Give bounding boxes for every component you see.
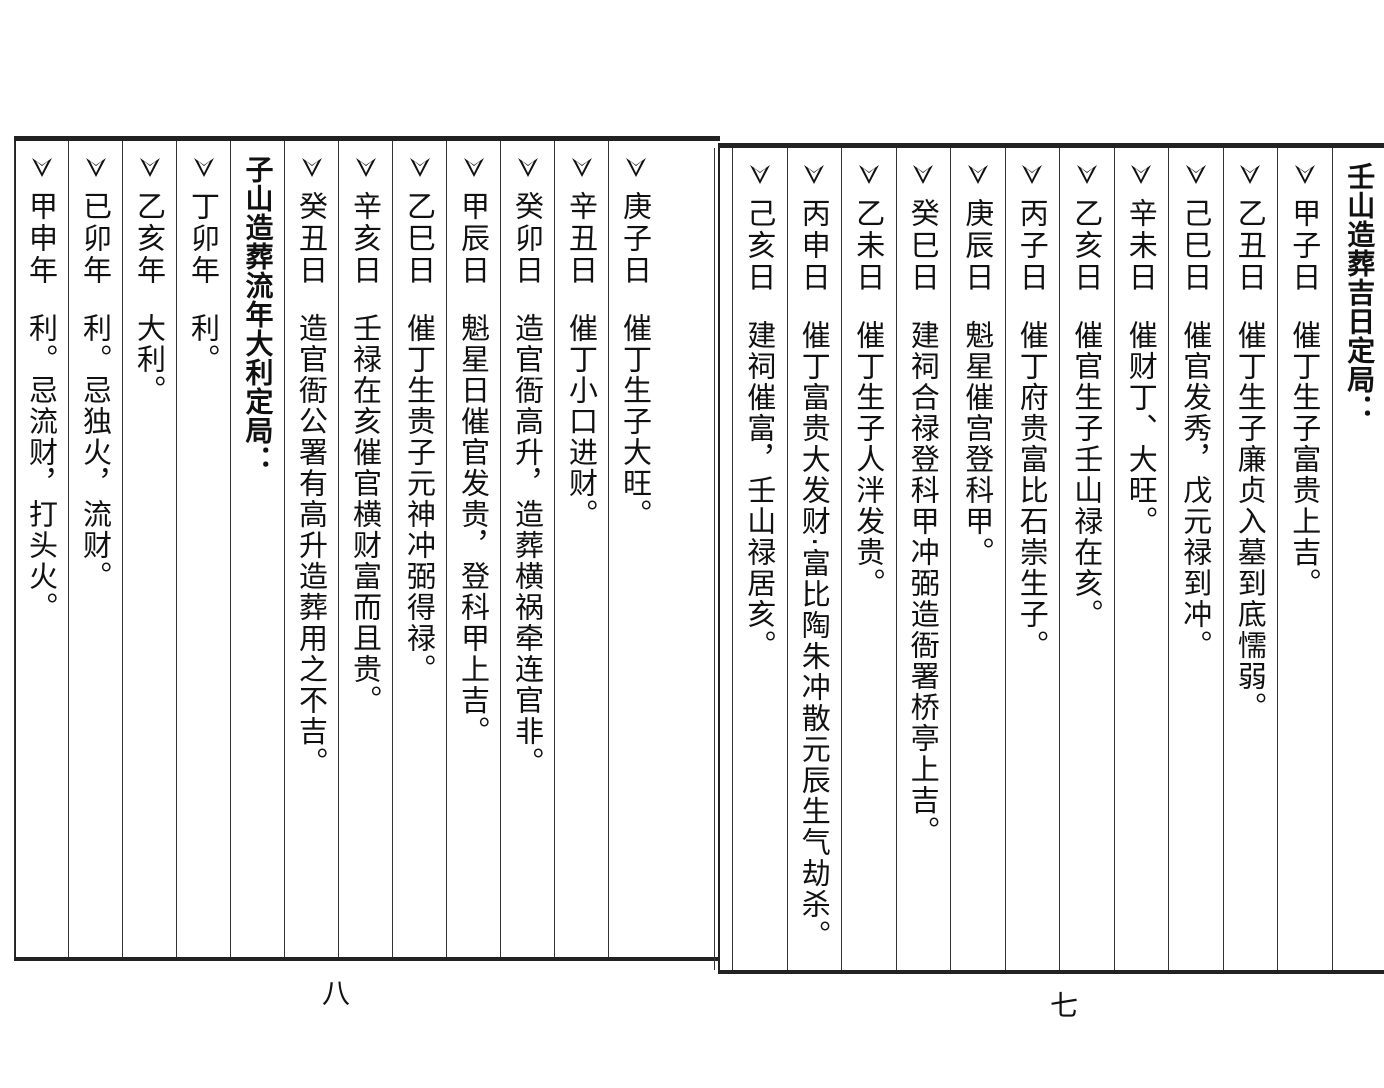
day-label: 甲申年 [24, 191, 59, 287]
entry-text: 催丁生贵子元神冲弼得禄。 [402, 313, 437, 685]
entry-column: 辛亥日壬禄在亥催官横财富而且贵。 [338, 141, 392, 957]
entry-column: 乙巳日催丁生贵子元神冲弼得禄。 [392, 141, 446, 957]
check-arrow-icon [748, 162, 772, 191]
left-page: 庚子日催丁生子大旺。辛丑日催丁小口进财。癸卯日造官衙高升，造葬横祸牵连官非。甲辰… [14, 136, 720, 961]
blank-column [714, 148, 732, 970]
entry-column: 庚子日催丁生子大旺。 [608, 141, 662, 957]
day-label: 庚子日 [618, 191, 653, 287]
entry-column: 乙丑日催丁生子廉贞入墓到底懦弱。 [1222, 148, 1278, 970]
entry-column: 己巳日催官发秀，戊元禄到冲。 [1168, 148, 1223, 970]
entry-text: 催官生子壬山禄在亥。 [1069, 320, 1104, 630]
check-arrow-icon [1293, 162, 1317, 191]
day-label: 甲辰日 [456, 191, 491, 287]
check-arrow-icon [966, 162, 990, 191]
entry-text: 造官衙高升，造葬横祸牵连官非。 [510, 313, 545, 778]
day-label: 丙申日 [797, 198, 832, 294]
entry-text: 催丁生子廉贞入墓到底懦弱。 [1233, 320, 1268, 723]
check-arrow-icon [570, 155, 594, 184]
entry-column: 辛未日催财丁、大旺。 [1113, 148, 1169, 970]
entry-text: 利。忌流财，打头火。 [24, 313, 59, 623]
check-arrow-icon [408, 155, 432, 184]
entry-text: 催官发秀，戊元禄到冲。 [1178, 320, 1213, 661]
page-number-right: 七 [1050, 989, 1079, 1022]
entry-text: 建祠合禄登科甲冲弼造衙署桥亭上吉。 [906, 320, 941, 847]
entry-text: 催丁富贵大发财·富比陶朱冲散元辰生气劫杀。 [797, 320, 832, 952]
day-label: 己亥日 [742, 198, 777, 294]
entry-column: 己亥日建祠催富，壬山禄居亥。 [732, 148, 787, 970]
entry-text: 建祠催富，壬山禄居亥。 [742, 320, 777, 661]
day-label: 癸巳日 [906, 198, 941, 294]
entry-column: 乙未日催丁生子人泮发贵。 [841, 148, 896, 970]
check-arrow-icon [516, 155, 540, 184]
entry-text: 催丁生子人泮发贵。 [851, 320, 886, 599]
entry-column: 乙亥日催官生子壬山禄在亥。 [1059, 148, 1114, 970]
entry-text: 催丁生子富贵上吉。 [1287, 320, 1322, 599]
entry-text: 魁星催宫登科甲。 [960, 320, 995, 568]
day-label: 丙子日 [1015, 198, 1050, 294]
entry-column: 癸巳日建祠合禄登科甲冲弼造衙署桥亭上吉。 [895, 148, 951, 970]
check-arrow-icon [300, 155, 324, 184]
blank-column [662, 141, 720, 957]
check-arrow-icon [802, 162, 826, 191]
day-label: 辛亥日 [348, 191, 383, 287]
entry-text: 魁星日催官发贵，登科甲上吉。 [456, 313, 491, 747]
day-label: 癸丑日 [294, 191, 329, 287]
day-label: 己巳日 [1178, 198, 1213, 294]
entry-text: 造官衙公署有高升造葬用之不吉。 [294, 313, 329, 778]
entry-column: 癸卯日造官衙高升，造葬横祸牵连官非。 [500, 141, 554, 957]
day-label: 辛丑日 [564, 191, 599, 287]
day-label: 辛未日 [1124, 198, 1159, 294]
entry-column: 丙子日催丁府贵富比石崇生子。 [1004, 148, 1060, 970]
entry-column: 丁卯年利。 [176, 141, 230, 957]
entry-text: 壬禄在亥催官横财富而且贵。 [348, 313, 383, 716]
check-arrow-icon [192, 155, 216, 184]
day-label: 乙丑日 [1233, 198, 1268, 294]
section-heading: 子山造葬流年大利定局： [241, 155, 275, 474]
blank-column [0, 141, 14, 957]
check-arrow-icon [1075, 162, 1099, 191]
section-heading-column: 壬山造葬吉日定局： [1331, 148, 1384, 970]
day-label: 乙未日 [851, 198, 886, 294]
entry-column: 甲辰日魁星日催官发贵，登科甲上吉。 [446, 141, 500, 957]
check-arrow-icon [84, 155, 108, 184]
day-label: 癸卯日 [510, 191, 545, 287]
page-number-left: 八 [322, 977, 351, 1010]
check-arrow-icon [138, 155, 162, 184]
section-heading-column: 子山造葬流年大利定局： [230, 141, 284, 957]
check-arrow-icon [911, 162, 935, 191]
entry-column: 辛丑日催丁小口进财。 [554, 141, 608, 957]
check-arrow-icon [1238, 162, 1262, 191]
check-arrow-icon [1184, 162, 1208, 191]
entry-column: 癸丑日造官衙公署有高升造葬用之不吉。 [284, 141, 338, 957]
check-arrow-icon [30, 155, 54, 184]
check-arrow-icon [354, 155, 378, 184]
entry-column: 甲子日催丁生子富贵上吉。 [1277, 148, 1332, 970]
day-label: 丁卯年 [186, 191, 221, 287]
day-label: 乙亥年 [132, 191, 167, 287]
entry-column: 丙申日催丁富贵大发财·富比陶朱冲散元辰生气劫杀。 [786, 148, 842, 970]
day-label: 乙巳日 [402, 191, 437, 287]
entry-text: 利。忌独火，流财。 [78, 313, 113, 592]
entry-text: 催丁小口进财。 [564, 313, 599, 530]
entry-text: 大利。 [132, 313, 167, 406]
right-page: 壬山造葬吉日定局： 甲子日催丁生子富贵上吉。乙丑日催丁生子廉贞入墓到底懦弱。己巳日… [714, 143, 1384, 974]
day-label: 甲子日 [1287, 198, 1322, 294]
entry-column: 甲申年利。忌流财，打头火。 [14, 141, 68, 957]
day-label: 庚辰日 [960, 198, 995, 294]
section-heading: 壬山造葬吉日定局： [1343, 162, 1377, 423]
entry-column: 庚辰日魁星催宫登科甲。 [950, 148, 1005, 970]
entry-text: 催丁生子大旺。 [618, 313, 653, 530]
entry-column: 乙亥年大利。 [122, 141, 176, 957]
check-arrow-icon [857, 162, 881, 191]
day-label: 乙亥日 [1069, 198, 1104, 294]
entry-text: 利。 [186, 313, 221, 375]
day-label: 已卯年 [78, 191, 113, 287]
check-arrow-icon [624, 155, 648, 184]
entry-text: 催财丁、大旺。 [1124, 320, 1159, 537]
entry-column: 已卯年利。忌独火，流财。 [68, 141, 122, 957]
entry-text: 催丁府贵富比石崇生子。 [1015, 320, 1050, 661]
check-arrow-icon [462, 155, 486, 184]
check-arrow-icon [1129, 162, 1153, 191]
check-arrow-icon [1020, 162, 1044, 191]
